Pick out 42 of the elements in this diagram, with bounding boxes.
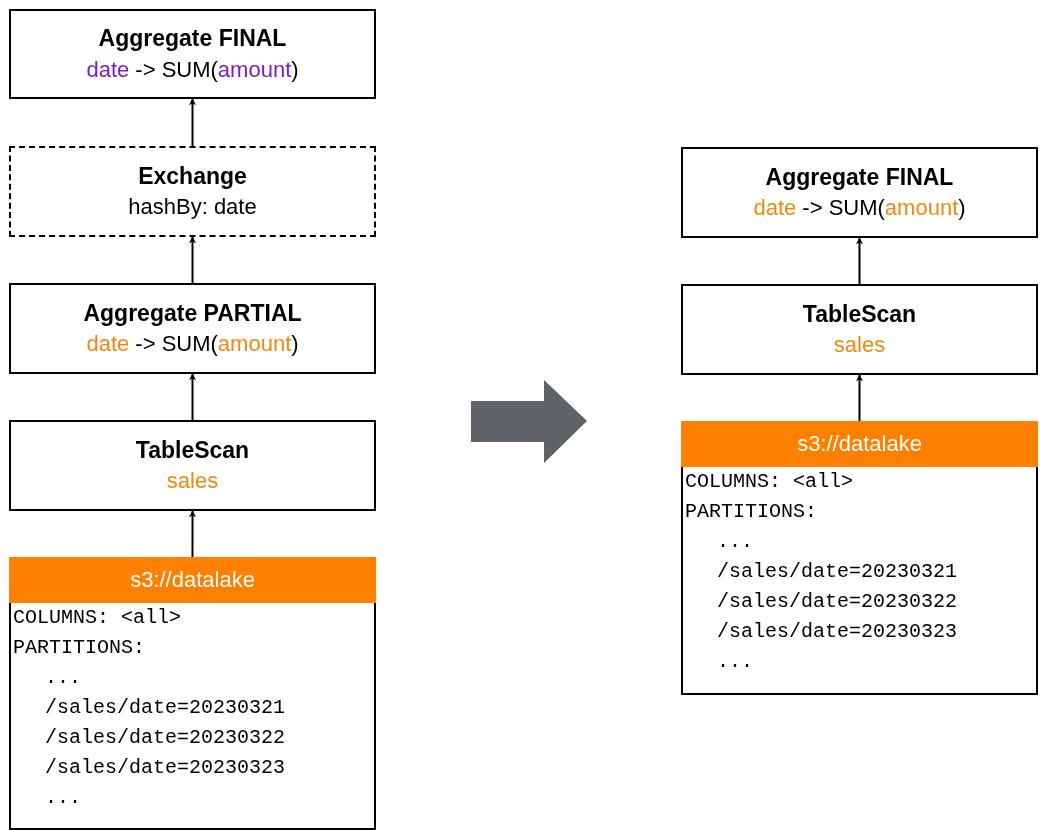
operator-title: Aggregate FINAL	[98, 25, 287, 53]
operator-box	[681, 284, 1038, 375]
operator-detail: sales	[833, 332, 886, 359]
source-header: s3://datalake	[681, 421, 1038, 467]
source-detail-line: /sales/date=20230323	[44, 755, 287, 781]
operator-detail: hashBy: date	[128, 194, 257, 221]
operator-box	[9, 420, 376, 511]
source-detail-line: /sales/date=20230323	[716, 619, 959, 645]
source-detail-line: /sales/date=20230321	[44, 695, 287, 721]
operator-title: Aggregate PARTIAL	[83, 299, 302, 328]
source-detail-line: ...	[44, 785, 82, 811]
operator-detail: date -> SUM(amount)	[753, 195, 966, 222]
source-detail-line: COLUMNS: <all>	[12, 605, 183, 631]
source-detail-line: ...	[716, 649, 754, 675]
source-detail-line: PARTITIONS:	[12, 635, 147, 661]
operator-title: TableScan	[135, 436, 250, 465]
data-source-box	[9, 557, 376, 830]
arrow	[189, 373, 196, 421]
source-header: s3://datalake	[9, 557, 376, 603]
operator-detail: date -> SUM(amount)	[86, 56, 299, 83]
source-detail-line: /sales/date=20230322	[716, 589, 959, 615]
source-detail-line: ...	[716, 529, 754, 555]
source-detail-line: /sales/date=20230321	[716, 559, 959, 585]
operator-detail: sales	[166, 468, 219, 495]
operator-title: Exchange	[138, 162, 247, 191]
source-detail-line: PARTITIONS:	[684, 499, 819, 525]
data-source-box	[681, 421, 1038, 695]
operator-box	[681, 147, 1038, 238]
operator-title: Aggregate FINAL	[765, 163, 954, 192]
source-detail-line: /sales/date=20230322	[44, 725, 287, 751]
arrow	[856, 237, 863, 285]
arrow	[189, 510, 196, 558]
source-detail-line: COLUMNS: <all>	[684, 469, 855, 495]
operator-box	[9, 146, 376, 237]
operator-box	[9, 9, 376, 99]
operator-box	[9, 283, 376, 374]
arrow	[856, 374, 863, 422]
arrow	[189, 236, 196, 284]
arrow	[189, 98, 196, 147]
operator-detail: date -> SUM(amount)	[86, 331, 299, 358]
source-detail-line: ...	[44, 665, 82, 691]
operator-title: TableScan	[802, 300, 917, 329]
